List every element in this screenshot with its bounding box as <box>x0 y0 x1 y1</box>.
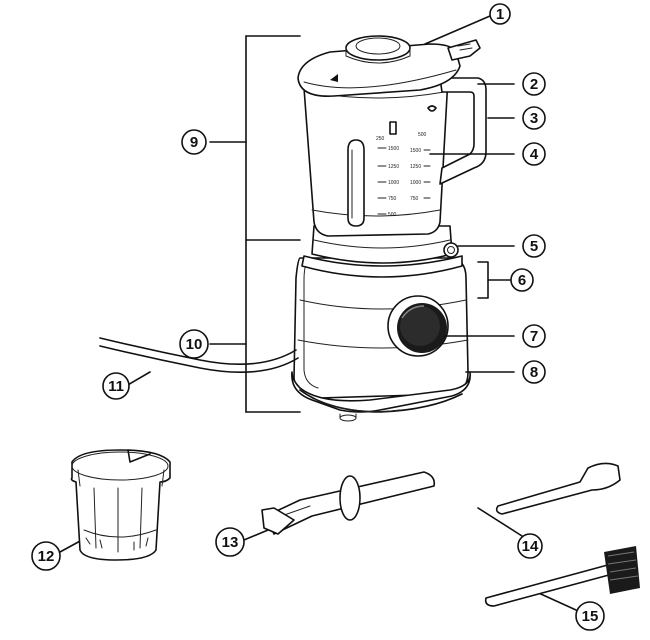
callout-label: 2 <box>530 76 538 93</box>
callout-label: 3 <box>530 110 538 127</box>
callout-label: 6 <box>518 272 526 289</box>
callout-label: 9 <box>190 134 198 151</box>
scale-left-2: 1000 <box>388 180 399 186</box>
callout-label: 15 <box>582 608 599 625</box>
scale-left-0: 1500 <box>388 146 399 152</box>
callout-label: 7 <box>530 328 538 345</box>
callout-7: 7 <box>522 324 546 348</box>
scale-left-3: 750 <box>388 196 397 202</box>
range-brackets <box>209 35 511 413</box>
callout-label: 12 <box>38 548 55 565</box>
jar-lid <box>297 35 481 97</box>
scale-left-4: 500 <box>388 212 397 218</box>
callout-3: 3 <box>522 106 546 130</box>
callout-label: 5 <box>530 238 538 255</box>
callout-15: 15 <box>575 601 605 631</box>
strainer-basket <box>70 449 171 561</box>
callout-label: 13 <box>222 534 239 551</box>
callout-label: 10 <box>186 336 203 353</box>
motor-base <box>291 257 471 422</box>
scale-right-3: 750 <box>410 196 419 202</box>
spatula <box>495 462 621 515</box>
callout-13: 13 <box>215 527 245 557</box>
callout-12: 12 <box>31 541 61 571</box>
scale-left-5: 250 <box>376 136 385 142</box>
callout-6: 6 <box>510 268 534 292</box>
callout-2: 2 <box>522 72 546 96</box>
blender-illustration: 1500 1250 1000 750 500 250 1500 1250 100… <box>59 15 577 611</box>
scale-right-4: 500 <box>418 132 427 138</box>
cleaning-brush <box>484 546 640 607</box>
callout-8: 8 <box>522 360 546 384</box>
callout-label: 4 <box>530 146 539 163</box>
callout-9: 9 <box>181 129 207 155</box>
callout-label: 14 <box>522 538 539 555</box>
control-knob <box>387 295 449 357</box>
scale-right-2: 1000 <box>410 180 421 186</box>
scale-left-1: 1250 <box>388 164 399 170</box>
callout-1: 1 <box>489 3 511 25</box>
blender-jar <box>302 63 487 237</box>
scale-right-0: 1500 <box>410 148 421 154</box>
callout-10: 10 <box>179 329 209 359</box>
callout-5: 5 <box>522 234 546 258</box>
tamper-tool <box>261 471 436 535</box>
power-indicator <box>443 242 459 258</box>
callout-11: 11 <box>102 372 130 400</box>
power-cord <box>99 337 299 374</box>
callout-label: 1 <box>496 6 504 23</box>
scale-right-1: 1250 <box>410 164 421 170</box>
callout-4: 4 <box>522 142 546 166</box>
callout-14: 14 <box>517 533 543 559</box>
callouts: 1 2 3 4 5 6 7 8 <box>31 3 605 631</box>
callout-label: 11 <box>108 378 124 395</box>
jar-scale-labels: 1500 1250 1000 750 500 250 1500 1250 100… <box>376 132 427 218</box>
callout-label: 8 <box>530 364 538 381</box>
